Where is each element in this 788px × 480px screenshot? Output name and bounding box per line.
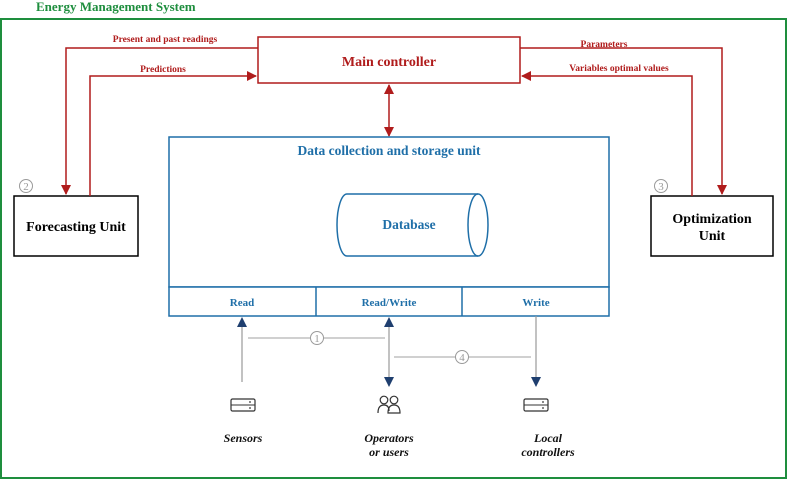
- local-controllers-label-line1: Local: [533, 431, 563, 445]
- forecasting-unit-box: [13, 195, 139, 257]
- present-past-arrow: [61, 47, 258, 195]
- parameters-label: Parameters: [581, 40, 628, 50]
- parameters-arrow: [520, 47, 727, 195]
- flow-four-circle: [455, 350, 469, 364]
- local-controllers-label-line2: controllers: [521, 445, 575, 459]
- optimization-number: 3: [658, 181, 664, 193]
- operators-label-line2: or users: [369, 445, 409, 459]
- flow-one-number: 1: [314, 333, 320, 345]
- variables-arrow: [521, 71, 693, 196]
- forecasting-number: 2: [23, 181, 29, 193]
- ems-frame: [0, 18, 787, 479]
- database-label: Database: [382, 217, 435, 232]
- diagram-title: Energy Management System: [36, 0, 196, 14]
- data-unit-label: Data collection and storage unit: [298, 143, 481, 158]
- predictions-arrow: [89, 71, 257, 196]
- main-controller-box: [257, 36, 521, 84]
- flow-one-circle: [310, 331, 324, 345]
- port-write: Write: [522, 297, 549, 309]
- server-icon: [230, 398, 256, 412]
- main-controller-label: Main controller: [342, 55, 436, 70]
- optimization-unit-label-line2: Unit: [699, 229, 726, 244]
- optimization-unit-box: [650, 195, 774, 257]
- sensors-label: Sensors: [224, 431, 263, 445]
- forecasting-number-circle: [19, 179, 33, 193]
- present-past-label: Present and past readings: [113, 35, 218, 45]
- port-read-write: Read/Write: [362, 297, 417, 309]
- predictions-label: Predictions: [140, 65, 186, 75]
- operators-label-line1: Operators: [364, 431, 414, 445]
- ports-row: [168, 286, 610, 317]
- server-icon: [523, 398, 549, 412]
- variables-label: Variables optimal values: [569, 64, 669, 74]
- forecasting-unit-label: Forecasting Unit: [26, 220, 126, 235]
- flow-four-number: 4: [459, 352, 465, 364]
- optimization-unit-label-line1: Optimization: [672, 212, 752, 227]
- database-cylinder-cap: [467, 193, 479, 257]
- users-icon: [377, 395, 401, 414]
- optimization-number-circle: [654, 179, 668, 193]
- port-read: Read: [230, 297, 254, 309]
